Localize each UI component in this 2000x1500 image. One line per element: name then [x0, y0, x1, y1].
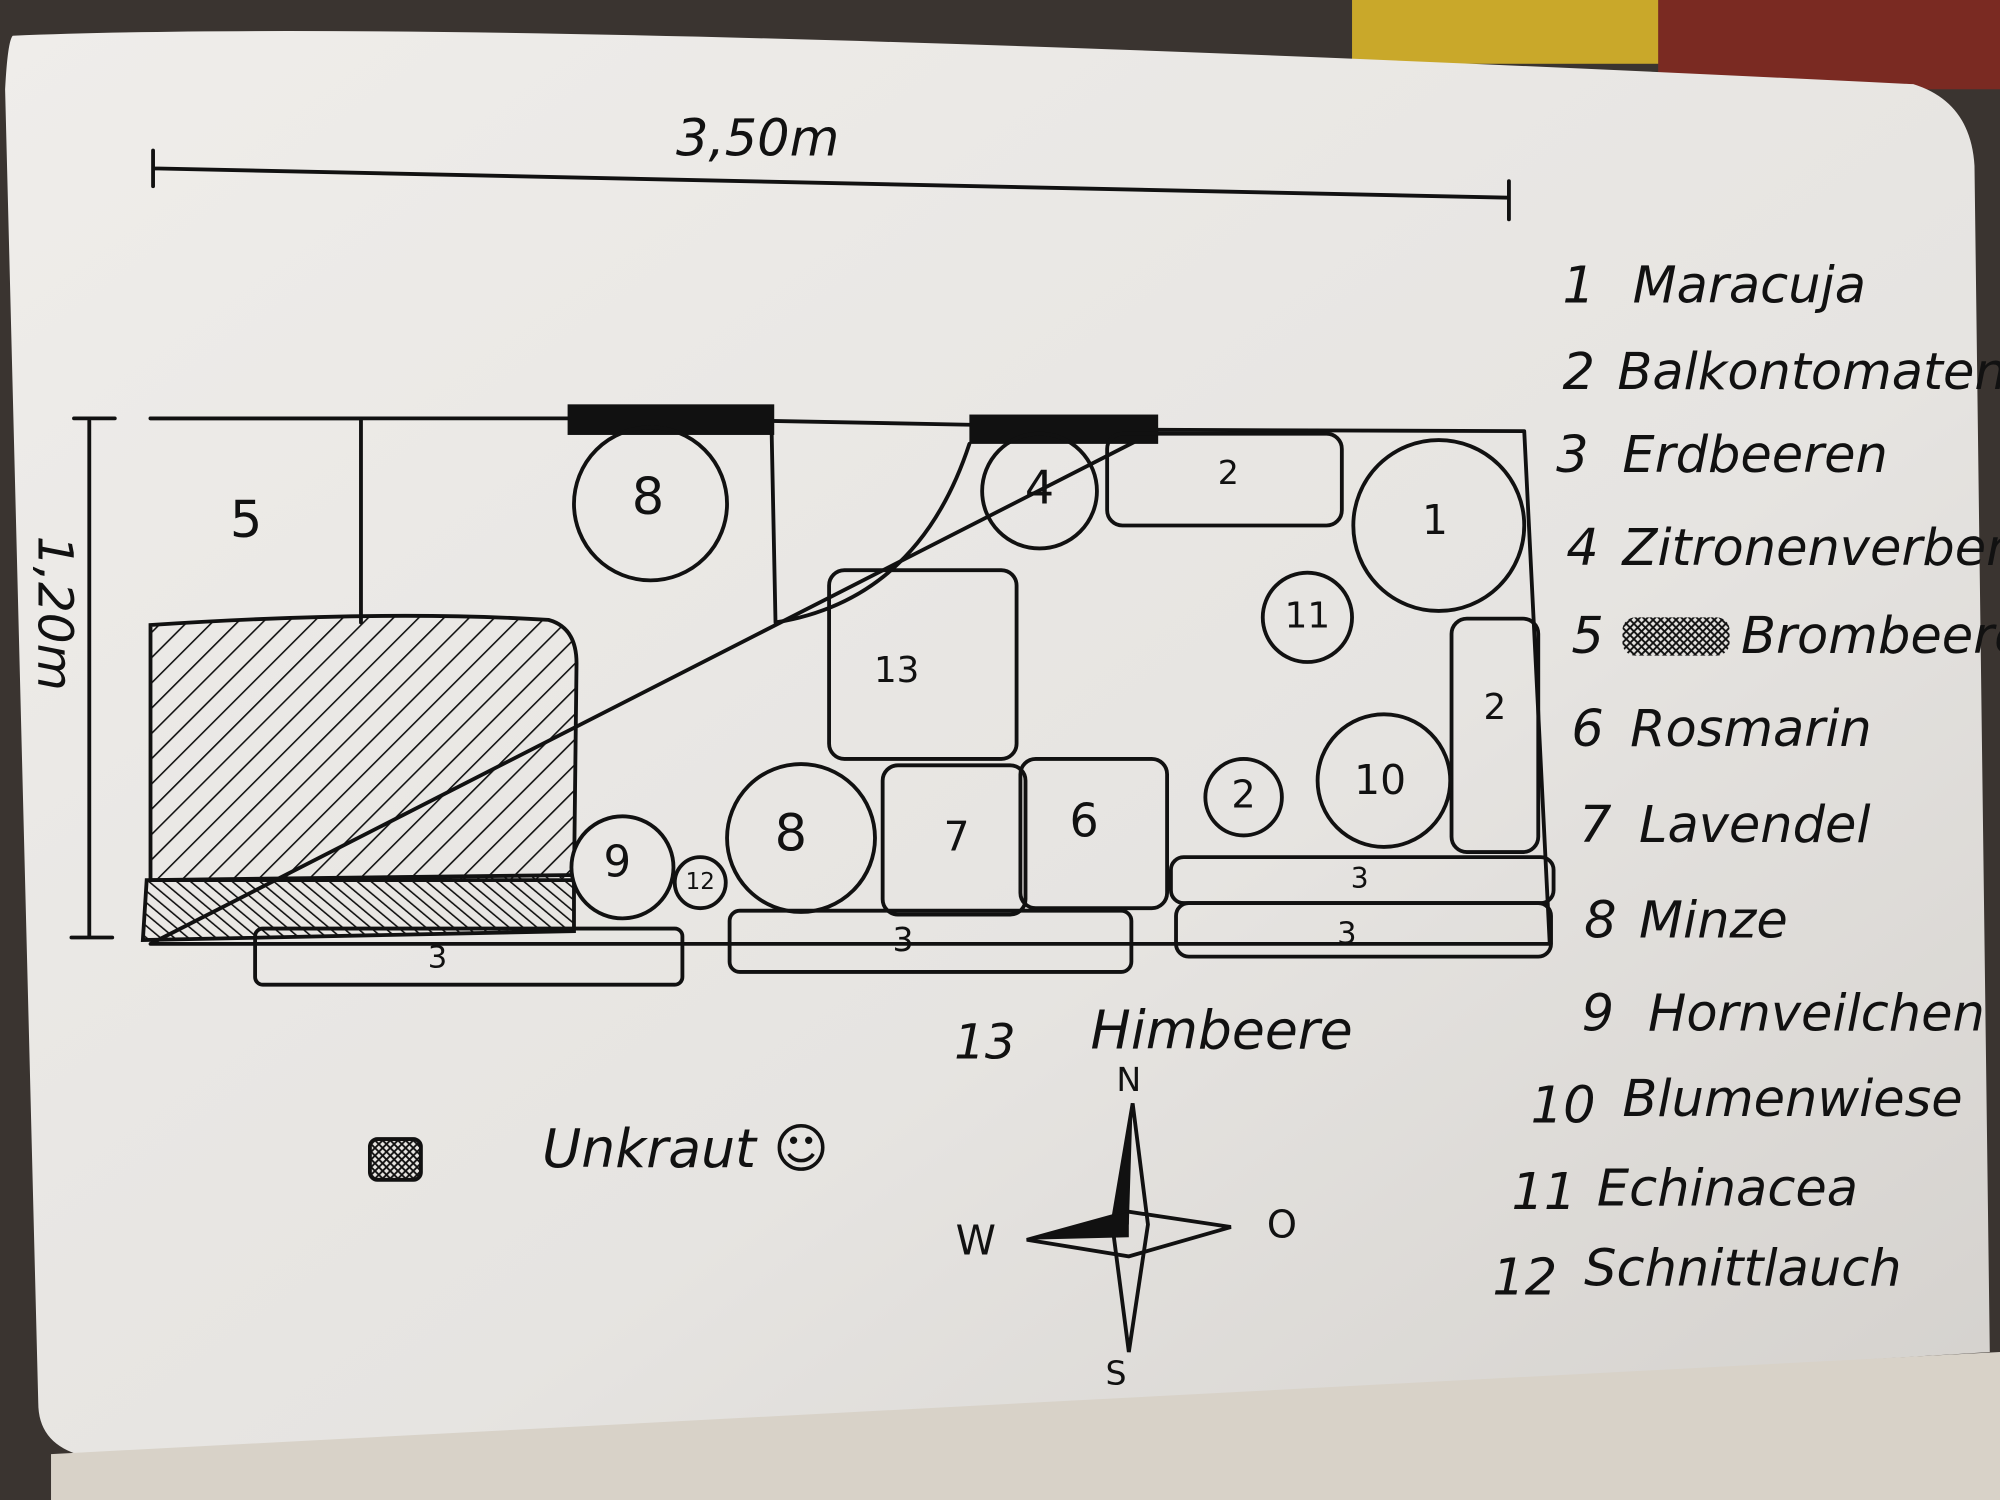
bed-3-left — [253, 926, 685, 987]
legend-13-name: Himbeere — [1091, 998, 1353, 1061]
bed-2-top — [1105, 431, 1344, 528]
legend-8-name: Minze — [1639, 891, 1788, 950]
legend-13-number: 13 — [954, 1015, 1016, 1071]
legend-2-name: Balkontomaten — [1617, 343, 2000, 402]
bed-3-right-lower-label: 3 — [1337, 916, 1356, 951]
bed-5 — [148, 416, 363, 625]
bed-3-right-upper-label: 3 — [1351, 862, 1369, 895]
legend-6-name: Rosmarin — [1630, 700, 1872, 759]
compass-s: S — [1106, 1353, 1127, 1392]
width-dimension: 3,50m — [151, 110, 1511, 222]
red-fabric — [1658, 0, 2000, 90]
bed-4-label: 4 — [1025, 461, 1054, 515]
legend-1-name: Maracuja — [1633, 256, 1866, 315]
bed-7-label: 7 — [944, 812, 970, 860]
compass-rose-icon: N S W O — [956, 1060, 1297, 1392]
legend-8-number: 8 — [1584, 891, 1616, 950]
weed-swatch-icon — [367, 1137, 423, 1182]
bed-11 — [1260, 570, 1354, 664]
bed-2-top-label: 2 — [1218, 453, 1239, 492]
notebook-next-page — [51, 1352, 2000, 1500]
legend-5-name: Brombeere — [1741, 607, 2000, 666]
notebook-page — [5, 31, 1990, 1455]
bed-8-top — [572, 425, 729, 583]
legend-6-number: 6 — [1571, 700, 1603, 759]
bed-2-right — [1449, 616, 1541, 854]
bed-8-bottom-label: 8 — [775, 805, 807, 864]
bed-8-top-label: 8 — [632, 468, 664, 527]
bed-4 — [980, 431, 1099, 551]
height-dimension: 1,20m — [26, 416, 117, 940]
bed-6 — [1018, 757, 1170, 911]
legend-11-number: 11 — [1511, 1163, 1576, 1222]
plant-legend: 1 Maracuja 2 Balkontomaten 3 Erdbeeren 4… — [1492, 256, 2000, 1307]
bed-12-label: 12 — [686, 869, 715, 895]
legend-4-number: 4 — [1566, 519, 1598, 578]
legend-9-number: 9 — [1582, 985, 1614, 1044]
plant-beds: 8 4 2 1 11 2 10 2 13 8 7 6 9 12 3 3 3 — [253, 425, 1556, 987]
legend-4-name: Zitronenverbene — [1620, 519, 2000, 578]
width-label: 3,50m — [676, 110, 839, 169]
legend-3-name: Erdbeeren — [1622, 426, 1887, 485]
legend-12-name: Schnittlauch — [1584, 1240, 1901, 1299]
compass-w: W — [956, 1217, 996, 1265]
compass-n: N — [1116, 1060, 1141, 1099]
legend-2-number: 2 — [1563, 343, 1595, 402]
weed-area-dense — [140, 873, 576, 943]
bed-6-label: 6 — [1070, 793, 1099, 847]
bed-13-label: 13 — [874, 650, 919, 691]
bed-5-label: 5 — [230, 491, 262, 550]
bed-2-small-label: 2 — [1231, 773, 1255, 818]
legend-5-number: 5 — [1571, 607, 1603, 666]
legend-10-name: Blumenwiese — [1622, 1070, 1962, 1129]
legend-11-name: Echinacea — [1597, 1159, 1858, 1218]
weed-note: Unkraut ☺ — [542, 1117, 829, 1180]
bed-12 — [672, 855, 728, 911]
legend-9-name: Hornveilchen — [1648, 985, 1985, 1044]
bed-3-middle — [727, 908, 1134, 974]
weed-area — [148, 613, 579, 883]
bed-1 — [1351, 438, 1527, 613]
bed-1-label: 1 — [1422, 496, 1448, 544]
bed-7 — [880, 763, 1028, 917]
bed-9 — [569, 814, 676, 921]
legend-3-number: 3 — [1556, 426, 1588, 485]
compass-o: O — [1267, 1203, 1297, 1248]
bed-3-middle-label: 3 — [893, 920, 914, 959]
height-label: 1,20m — [26, 536, 82, 691]
bed-3-right-lower — [1174, 901, 1553, 959]
bed-13 — [827, 568, 1019, 761]
bramble-swatch-icon — [1622, 617, 1730, 656]
bed-11-label: 11 — [1285, 595, 1330, 636]
bed-10 — [1315, 712, 1453, 849]
legend-10-number: 10 — [1531, 1076, 1596, 1135]
bed-10-label: 10 — [1354, 756, 1406, 804]
bed-2-small — [1203, 757, 1284, 838]
bed-9-label: 9 — [604, 837, 632, 887]
legend-7-name: Lavendel — [1639, 796, 1871, 855]
bed-3-left-label: 3 — [428, 941, 447, 976]
legend-12-number: 12 — [1492, 1249, 1557, 1308]
legend-7-number: 7 — [1579, 796, 1611, 855]
legend-1-number: 1 — [1563, 256, 1595, 315]
bed-2-right-label: 2 — [1484, 687, 1507, 728]
